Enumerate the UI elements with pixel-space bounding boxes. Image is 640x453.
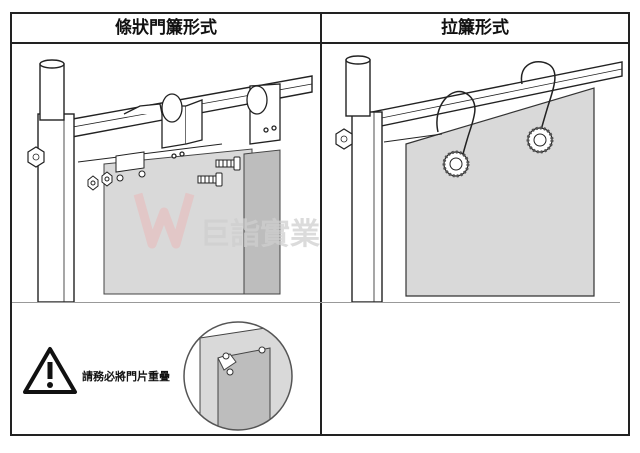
clamp-bracket <box>246 83 281 145</box>
left-panel-title: 條狀門簾形式 <box>115 18 217 38</box>
curtain-hook <box>436 91 476 165</box>
screws <box>197 156 241 187</box>
hex-nut <box>335 128 353 150</box>
vertical-divider <box>320 12 322 436</box>
overlap-detail-inset <box>183 321 293 431</box>
watermark-logo <box>133 192 195 249</box>
grommet <box>526 126 554 154</box>
warning-text: 請務必將門片重疊 <box>82 370 170 383</box>
watermark-text: 巨詣實業 <box>200 217 320 252</box>
right-panel-title: 拉簾形式 <box>441 18 509 38</box>
clamp-bracket <box>123 93 203 159</box>
hex-nut <box>27 146 45 168</box>
post <box>351 111 383 302</box>
curtain-panel <box>405 87 595 297</box>
strip-curtain-illustration: 巨詣實業 <box>27 59 320 302</box>
left-bottom-divider <box>12 302 620 303</box>
loose-nuts <box>87 171 113 191</box>
curtain-hook <box>520 61 556 135</box>
warning-icon <box>23 347 77 394</box>
post <box>37 113 75 302</box>
grommet <box>442 150 470 178</box>
header-divider <box>10 42 630 44</box>
curtain-strip-overlap <box>243 149 281 295</box>
pull-curtain-illustration <box>335 55 623 302</box>
